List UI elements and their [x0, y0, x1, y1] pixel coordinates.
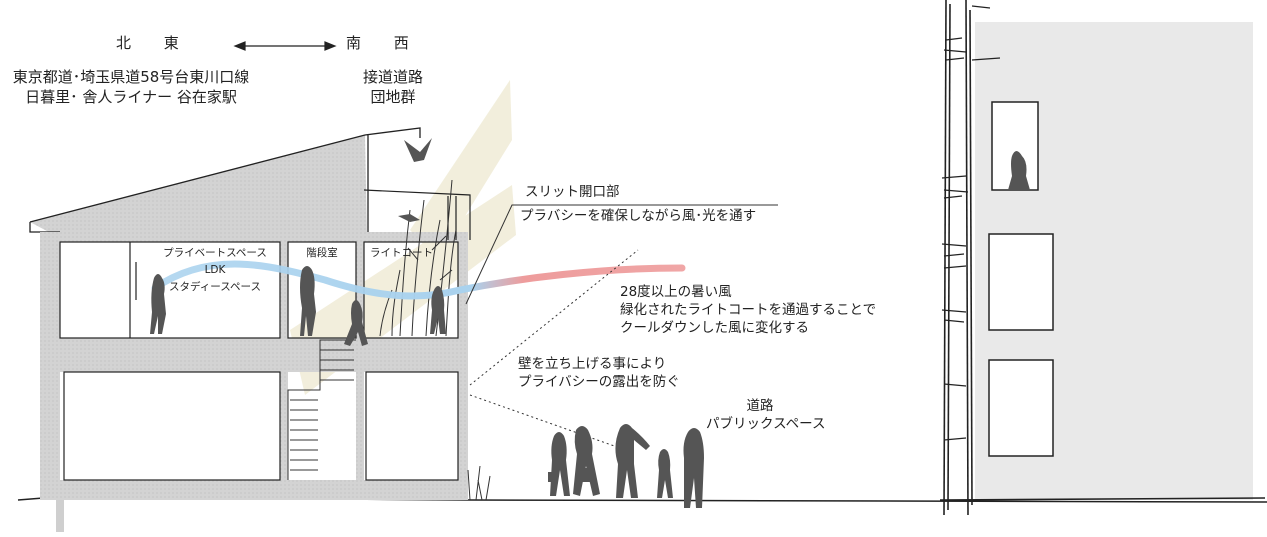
wind-flow [151, 260, 686, 300]
second-floor-slab [56, 338, 466, 372]
orientation-arrow [233, 41, 337, 51]
indoor-figures [150, 266, 446, 346]
label-private-space: プライベートスペース [163, 247, 267, 259]
label-wall-line1: 壁を立ち上げる事により [518, 356, 667, 372]
window-figure [1008, 151, 1030, 190]
stairs [287, 339, 356, 480]
label-slit-title: スリット開口部 [525, 184, 620, 200]
label-public-space: パブリックスペース [706, 416, 826, 432]
label-wall-line2: プライバシーの露出を防ぐ [518, 374, 680, 390]
label-ldk: LDK [204, 264, 226, 276]
label-south-road-line2: 団地群 [370, 88, 416, 106]
front-wall [458, 240, 468, 500]
left-wall [40, 232, 60, 500]
street-figures [548, 424, 704, 508]
label-wind-line3: クールダウンした風に変化する [620, 320, 809, 336]
roof-hatch [30, 135, 367, 238]
label-light-court: ライトコート [370, 247, 433, 259]
leader-lines [465, 204, 778, 449]
label-north-road-line1: 東京都道･埼玉県道58号台東川口線 [12, 68, 250, 86]
neighbor-edge-lines [939, 0, 1266, 516]
label-south-road-line1: 接道道路 [362, 68, 423, 86]
neighbor-windows [988, 101, 1054, 457]
label-north-road-line2: 日暮里･ 舎人ライナー 谷在家駅 [25, 88, 237, 106]
bird-icon [404, 138, 432, 162]
label-south-west: 南 西 [346, 34, 423, 52]
foundation-hatch [56, 480, 466, 500]
label-slit-desc: プラバシーを確保しながら風･光を通す [520, 208, 757, 224]
label-study-space: スタディースペース [169, 281, 261, 293]
sunlight-shaft-upper [410, 80, 512, 260]
ceiling-slab [56, 232, 468, 242]
foundation-left [56, 500, 64, 532]
court-wall [356, 240, 364, 480]
stair-wall [280, 242, 288, 480]
front-shrubs [467, 465, 491, 501]
label-stair-room: 階段室 [306, 247, 338, 259]
light-court-plants [379, 179, 457, 337]
label-road: 道路 [746, 398, 774, 414]
label-wind-line2: 緑化されたライトコートを通過することで [620, 302, 877, 318]
neighbor-balcony-sketch [941, 5, 1001, 441]
bird-small-icon [398, 214, 420, 222]
label-wind-line1: 28度以上の暑い風 [620, 284, 732, 300]
label-north-east: 北 東 [116, 34, 193, 52]
